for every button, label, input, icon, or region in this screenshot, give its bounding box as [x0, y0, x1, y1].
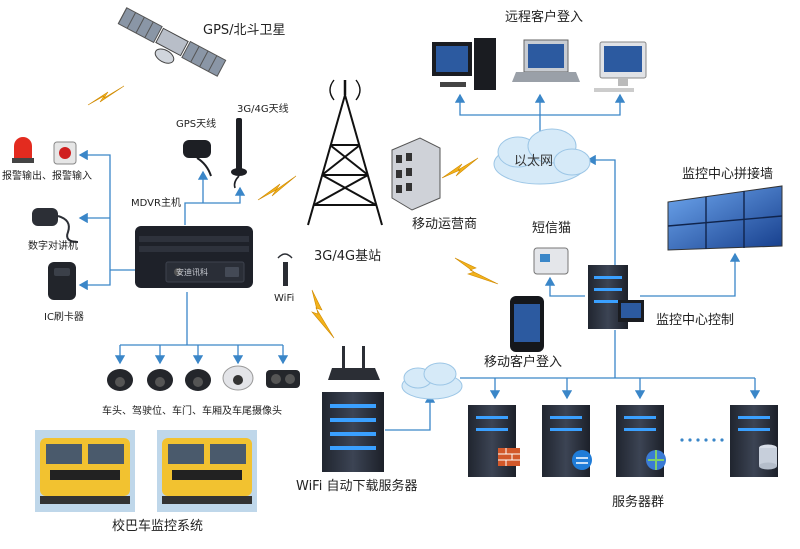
server-database-icon — [730, 405, 778, 477]
cameras-label: 车头、驾驶位、车门、车厢及车尾摄像头 — [102, 406, 282, 417]
alarm-button-icon — [53, 141, 77, 165]
control-server-icon — [588, 265, 644, 329]
server-firewall-icon — [468, 405, 520, 477]
operator-building-icon — [391, 137, 441, 211]
server-network-icon — [542, 405, 592, 477]
sms-cat-label: 短信猫 — [532, 221, 572, 236]
ethernet-label: 以太网 — [514, 154, 554, 169]
satellite-icon — [117, 7, 227, 77]
lan-cloud-icon — [401, 362, 463, 400]
ellipsis-dots-icon — [680, 438, 724, 442]
school-bus-1-image — [35, 430, 135, 512]
lightning-satellite-icon — [87, 85, 125, 106]
alarm-light-icon — [12, 137, 34, 163]
camera-dome-1-icon — [107, 369, 133, 391]
wifi-router-icon — [328, 346, 380, 380]
wifi-server-label: WiFi 自动下载服务器 — [296, 479, 418, 494]
server-group-label: 服务器群 — [612, 495, 665, 510]
gps-antenna-label: GPS天线 — [176, 119, 217, 130]
lightning-wifi-icon — [311, 289, 335, 339]
mdvr-brand-label: 安迪讯科 — [176, 268, 208, 277]
video-wall-icon — [667, 185, 783, 251]
line-sms-cat — [544, 276, 585, 297]
intercom-mic-icon — [32, 208, 79, 243]
operator-label: 移动运营商 — [412, 217, 478, 232]
alarm-io-label: 报警输出、报警输入 — [2, 171, 92, 182]
3g-4g-antenna-label: 3G/4G天线 — [237, 104, 289, 115]
camera-dome-3-icon — [185, 369, 211, 391]
3g-4g-antenna-icon — [231, 118, 247, 189]
server-globe-icon — [616, 405, 666, 477]
connectors — [78, 93, 761, 431]
mobile-login-label: 移动客户登入 — [484, 355, 563, 370]
base-station-label: 3G/4G基站 — [314, 249, 382, 264]
digital-intercom-label: 数字对讲机 — [28, 241, 78, 252]
line-ic-card — [78, 270, 111, 291]
mdvr-device-icon — [135, 226, 253, 288]
lightning-mobile-icon — [454, 257, 499, 285]
school-bus-2-image — [157, 430, 257, 512]
line-wifi-server — [385, 393, 436, 431]
cell-tower-icon — [307, 79, 383, 226]
mobile-phone-icon — [510, 296, 544, 352]
camera-dome-2-icon — [147, 369, 173, 391]
line-video-wall — [640, 252, 741, 297]
lightning-mdvr-tower-icon — [257, 175, 297, 201]
gps-satellite-label: GPS/北斗卫星 — [203, 23, 286, 38]
wifi-download-server-icon — [322, 392, 384, 472]
line-alarm — [78, 149, 111, 270]
line-pc-3 — [540, 93, 626, 116]
ic-card-reader-label: IC刷卡器 — [44, 312, 84, 323]
line-control-ethernet — [586, 154, 616, 305]
lightning-operator-icon — [441, 157, 479, 179]
line-pc-1 — [454, 93, 541, 140]
ic-card-reader-icon — [48, 262, 76, 300]
gps-antenna-icon — [183, 140, 212, 177]
imac-icon — [594, 41, 647, 92]
remote-login-label: 远程客户登入 — [505, 10, 584, 25]
camera-dome-4-icon — [222, 365, 254, 391]
wifi-label: WiFi — [274, 293, 295, 304]
control-center-label: 监控中心控制 — [656, 313, 735, 328]
wifi-module-icon — [277, 253, 293, 286]
ethernet-cloud-icon — [493, 128, 591, 185]
bus-system-label: 校巴车监控系统 — [112, 519, 204, 534]
desktop-pc-icon — [432, 38, 496, 90]
video-wall-label: 监控中心拼接墙 — [682, 167, 774, 182]
camera-rear-icon — [266, 370, 300, 388]
laptop-icon — [512, 39, 580, 82]
sms-modem-icon — [533, 247, 569, 275]
line-3g-antenna — [184, 186, 246, 225]
wireless-links — [87, 85, 499, 339]
mdvr-host-label: MDVR主机 — [131, 198, 181, 209]
